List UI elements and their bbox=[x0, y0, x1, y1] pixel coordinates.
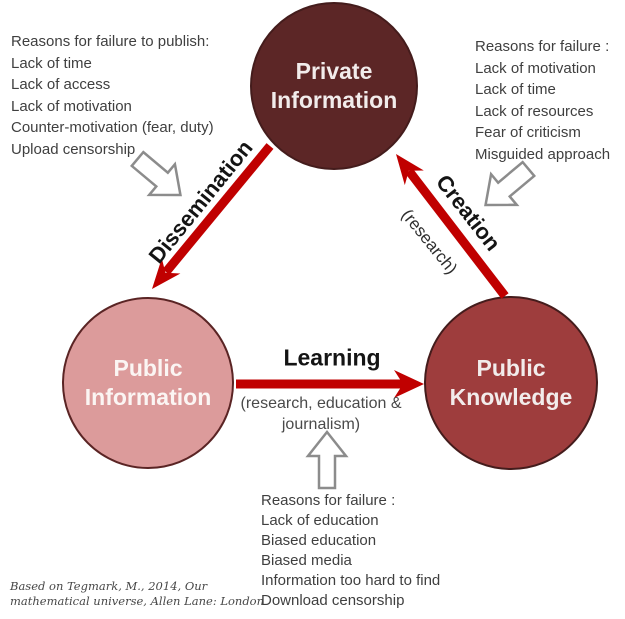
text-line: Private bbox=[295, 58, 373, 84]
edge-label-learning: Learning bbox=[283, 344, 381, 371]
text-line: Lack of resources bbox=[475, 102, 594, 120]
text-line: Information bbox=[270, 87, 398, 113]
text-line: Public bbox=[113, 355, 183, 381]
edge-sublabel-learning: (research, education & journalism) bbox=[241, 393, 402, 435]
text-line: mathematical universe, Allen Lane: Londo… bbox=[10, 594, 265, 608]
text-line: Knowledge bbox=[449, 384, 573, 410]
text-line: Lack of time bbox=[475, 81, 556, 98]
text-line: Download censorship bbox=[261, 592, 405, 609]
text-line: Misguided approach bbox=[475, 145, 611, 163]
text-line: Reasons for failure : bbox=[475, 38, 610, 55]
text-line: Biased education bbox=[261, 532, 377, 549]
text-line: Fear of criticism bbox=[475, 124, 581, 141]
text-line: Lack of education bbox=[261, 512, 379, 529]
text-line: Public bbox=[476, 355, 546, 381]
text-line: Counter-motivation (fear, duty) bbox=[11, 119, 214, 136]
text-line: Information bbox=[84, 384, 212, 410]
edge-sublabel-creation-research: (research) bbox=[397, 205, 462, 278]
text-line: Biased media bbox=[261, 552, 352, 569]
block-arrow-up-icon bbox=[305, 429, 349, 490]
text-line: Reasons for failure to publish: bbox=[11, 33, 210, 50]
text-line: journalism) bbox=[281, 416, 361, 433]
note-top-left-reasons-failure-to-publish: Reasons for failure to publish: Lack of t… bbox=[11, 31, 214, 160]
text-line: (research, education & bbox=[240, 395, 402, 412]
text-line: Lack of motivation bbox=[475, 59, 596, 77]
text-line: Lack of access bbox=[11, 76, 111, 93]
text-line: Information too hard to find bbox=[261, 572, 441, 589]
text-line: Lack of motivation bbox=[11, 97, 132, 115]
text-line: Lack of time bbox=[11, 54, 92, 72]
text-line: Reasons for failure : bbox=[261, 492, 396, 509]
text-line: Upload censorship bbox=[11, 140, 136, 158]
text-line: Based on Tegmark, M., 2014, Our bbox=[10, 579, 208, 593]
